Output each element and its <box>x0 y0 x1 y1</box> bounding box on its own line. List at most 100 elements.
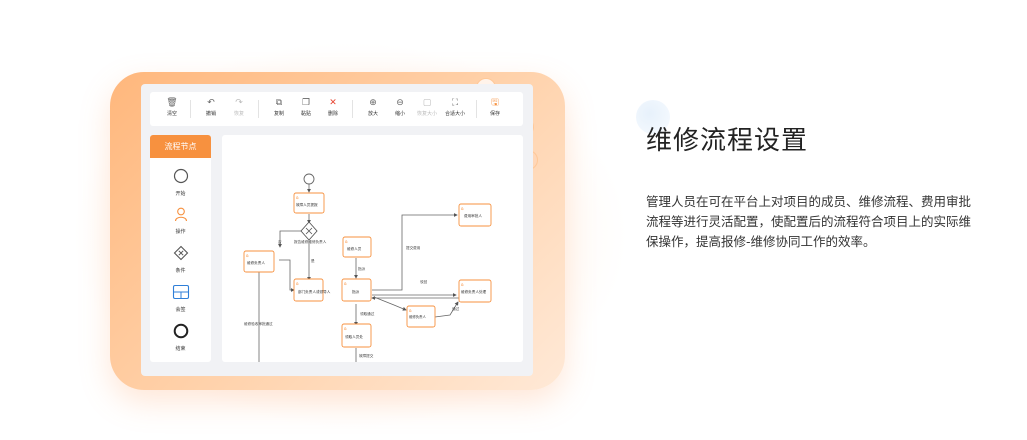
flow-node-5-label: 维修负责人 <box>247 260 265 265</box>
flow-node-6[interactable]: ⍝ 部门负责人或领导人 <box>293 278 331 302</box>
edge-label: 否 <box>278 240 282 244</box>
svg-text:⍝: ⍝ <box>246 253 249 258</box>
flow-node-7-label: 费用审批人 <box>464 213 482 218</box>
svg-text:⍝: ⍝ <box>461 206 464 211</box>
editor-toolbar: 🗑 清空 ↶ 撤销 ↷ 恢复 ⧉ 复制 ❐ 黏贴 ✕ 删除 ⊕ 放大 <box>150 92 523 126</box>
save-icon: 🖫 <box>491 98 499 108</box>
redo-button[interactable]: ↷ 恢复 <box>226 96 252 118</box>
paste-label: 黏贴 <box>300 111 311 117</box>
flow-node-1[interactable]: ⍝ 故障人员提报 <box>293 192 325 214</box>
edge-label: 维修验收审批通过 <box>244 321 273 326</box>
zoom-out-button[interactable]: ⊖ 缩小 <box>387 96 413 118</box>
undo-icon: ↶ <box>207 98 215 108</box>
svg-text:⍝: ⍝ <box>344 326 347 331</box>
countersign-icon <box>172 284 189 300</box>
flow-start-node <box>303 173 315 185</box>
toolbar-divider <box>258 100 259 118</box>
flow-node-3-label: 指派 <box>352 289 360 294</box>
node-start[interactable]: 开始 <box>150 168 211 197</box>
clear-label: 清空 <box>166 111 177 117</box>
node-end[interactable]: 结束 <box>150 323 211 352</box>
flow-node-2-label: 维修人员 <box>347 246 362 251</box>
flow-node-7[interactable]: ⍝ 费用审批人 <box>458 203 492 227</box>
edge-label: 是 <box>311 258 315 263</box>
copy-label: 复制 <box>273 111 284 117</box>
node-condition-label: 条件 <box>175 268 186 274</box>
redo-icon: ↷ <box>235 98 243 108</box>
flow-node-3[interactable]: ⍝ 指派 <box>341 278 372 302</box>
flow-diagram: ⍝ 故障人员提报 ⍝ 维修人员 ⍝ 指派 ⍝ 领取人员处 <box>243 173 492 362</box>
node-countersign[interactable]: 会签 <box>150 284 211 313</box>
undo-button[interactable]: ↶ 撤销 <box>198 96 224 118</box>
flow-node-5[interactable]: ⍝ 维修负责人 <box>243 250 275 273</box>
edge-label: 提交费用 <box>406 245 421 250</box>
flow-node-8-label: 维修负责人处理 <box>461 289 487 294</box>
decorative-bubble <box>636 100 670 134</box>
node-panel-title: 流程节点 <box>150 135 211 158</box>
fit-size-button[interactable]: ⛶ 合适大小 <box>442 96 468 118</box>
node-condition[interactable]: 条件 <box>150 245 211 274</box>
zoom-out-label: 缩小 <box>394 111 405 117</box>
flow-node-9-label: 维修负责人 <box>409 314 427 319</box>
flow-edge-labels: 报告维修维修负责人 否 是 提交费用 指派 领取通过 驳回 通过 维修验收审批通… <box>244 239 460 358</box>
user-icon <box>174 207 187 222</box>
node-start-label: 开始 <box>175 191 186 197</box>
svg-text:⍝: ⍝ <box>461 282 464 287</box>
flow-canvas[interactable]: ⍝ 故障人员提报 ⍝ 维修人员 ⍝ 指派 ⍝ 领取人员处 <box>222 135 523 362</box>
end-circle-icon <box>173 323 188 339</box>
zoom-in-label: 放大 <box>367 111 378 117</box>
toolbar-divider <box>476 100 477 118</box>
copy-button[interactable]: ⧉ 复制 <box>266 96 292 118</box>
toolbar-divider <box>352 100 353 118</box>
flow-node-1-label: 故障人员提报 <box>296 202 318 207</box>
section-description: 管理人员在可在平台上对项目的成员、维修流程、费用审批流程等进行灵活配置，使配置后… <box>646 194 972 249</box>
copy-icon: ⧉ <box>275 98 283 108</box>
flow-node-8[interactable]: ⍝ 维修负责人处理 <box>458 279 492 303</box>
save-label: 保存 <box>489 111 500 117</box>
section-title: 维修流程设置 <box>646 126 809 156</box>
node-countersign-label: 会签 <box>175 307 186 313</box>
fit-size-label: 合适大小 <box>444 111 465 117</box>
save-button[interactable]: 🖫 保存 <box>482 96 508 118</box>
edge-label: 通过 <box>452 306 460 311</box>
start-circle-icon <box>173 168 188 184</box>
edge-label: 领取通过 <box>360 311 375 316</box>
redo-label: 恢复 <box>233 111 244 117</box>
reset-size-icon: ▢ <box>422 98 432 108</box>
svg-text:⍝: ⍝ <box>409 308 412 313</box>
paste-button[interactable]: ❐ 黏贴 <box>293 96 319 118</box>
node-operation[interactable]: 操作 <box>150 206 211 235</box>
flow-node-9[interactable]: ⍝ 维修负责人 <box>406 305 436 328</box>
edge-label: 故障提交 <box>359 353 374 358</box>
clear-button[interactable]: 🗑 清空 <box>159 96 185 118</box>
node-operation-label: 操作 <box>175 229 186 235</box>
node-end-label: 结束 <box>175 346 186 352</box>
diamond-icon <box>173 245 188 261</box>
reset-size-button[interactable]: ▢ 恢复大小 <box>414 96 440 118</box>
svg-text:⍝: ⍝ <box>296 195 299 200</box>
edge-label: 驳回 <box>420 279 428 284</box>
zoom-in-icon: ⊕ <box>369 98 377 108</box>
trash-icon: 🗑 <box>166 98 178 108</box>
delete-button[interactable]: ✕ 删除 <box>320 96 346 118</box>
flow-node-6-label: 部门负责人或领导人 <box>298 289 331 294</box>
svg-text:⍝: ⍝ <box>344 281 347 286</box>
delete-label: 删除 <box>327 111 338 117</box>
flow-node-4[interactable]: ⍝ 领取人员处 <box>341 323 372 348</box>
reset-size-label: 恢复大小 <box>416 111 437 117</box>
svg-text:⍝: ⍝ <box>345 239 348 244</box>
toolbar-divider <box>190 100 191 118</box>
flow-connectors <box>258 184 460 362</box>
delete-icon: ✕ <box>329 98 337 108</box>
zoom-in-button[interactable]: ⊕ 放大 <box>360 96 386 118</box>
undo-label: 撤销 <box>205 111 216 117</box>
edge-label: 指派 <box>358 266 366 271</box>
edge-label: 报告维修维修负责人 <box>294 239 327 244</box>
svg-text:⍝: ⍝ <box>296 281 299 286</box>
fit-size-icon: ⛶ <box>451 98 459 108</box>
flow-node-4-label: 领取人员处 <box>345 334 363 339</box>
flow-node-2[interactable]: ⍝ 维修人员 <box>342 236 372 258</box>
paste-icon: ❐ <box>301 98 311 108</box>
zoom-out-icon: ⊖ <box>396 98 404 108</box>
